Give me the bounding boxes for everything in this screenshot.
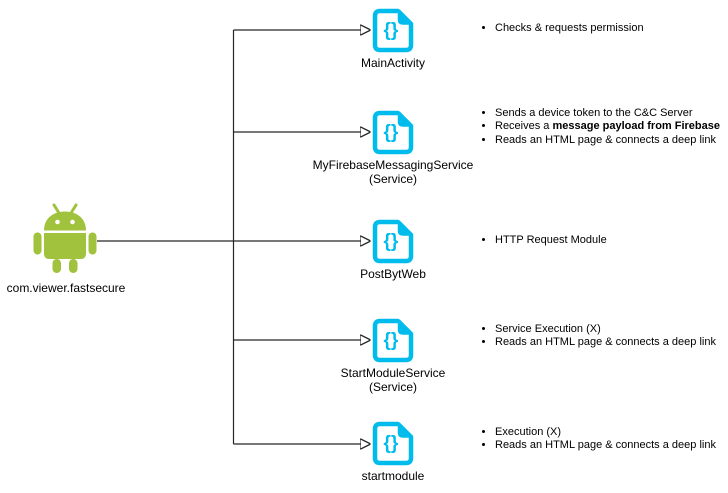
code-braces-glyph: {} <box>384 20 399 41</box>
code-braces-glyph: {} <box>384 231 399 252</box>
node-sublabel: (Service) <box>368 380 417 394</box>
code-file-icon: {} <box>372 219 414 264</box>
code-file-icon: {} <box>372 110 414 155</box>
node-bullets: Checks & requests permission <box>479 22 728 35</box>
bullet-item: Receives a message payload from Firebase <box>495 120 728 133</box>
node-label: PostBytWeb <box>360 267 426 281</box>
node-sublabel: (Service) <box>368 172 417 186</box>
bullet-item: Reads an HTML page & connects a deep lin… <box>495 134 728 147</box>
code-file-icon: {} <box>372 318 414 363</box>
code-braces-glyph: {} <box>384 330 399 351</box>
bullet-item: Execution (X) <box>495 426 728 439</box>
node-bullets: Service Execution (X) Reads an HTML page… <box>479 323 728 350</box>
android-robot-icon <box>33 203 97 273</box>
node-label: StartModuleService <box>340 366 446 380</box>
code-file-icon: {} <box>372 8 414 53</box>
node-bullets: Execution (X) Reads an HTML page & conne… <box>479 426 728 453</box>
code-braces-glyph: {} <box>384 433 399 454</box>
bullet-item: Reads an HTML page & connects a deep lin… <box>495 336 728 349</box>
bullet-item: Reads an HTML page & connects a deep lin… <box>495 439 728 452</box>
node-label: MainActivity <box>360 56 425 70</box>
app-package-label: com.viewer.fastsecure <box>6 281 126 295</box>
code-braces-glyph: {} <box>384 122 399 143</box>
node-bullets: Sends a device token to the C&C Server R… <box>479 107 728 147</box>
node-bullets: HTTP Request Module <box>479 234 728 247</box>
bullet-item: HTTP Request Module <box>495 234 728 247</box>
code-file-icon: {} <box>372 421 414 466</box>
bullet-item: Service Execution (X) <box>495 323 728 336</box>
bullet-item: Sends a device token to the C&C Server <box>495 107 728 120</box>
bullet-item: Checks & requests permission <box>495 22 728 35</box>
node-label: startmodule <box>361 469 425 483</box>
node-label: MyFirebaseMessagingService <box>312 158 474 172</box>
